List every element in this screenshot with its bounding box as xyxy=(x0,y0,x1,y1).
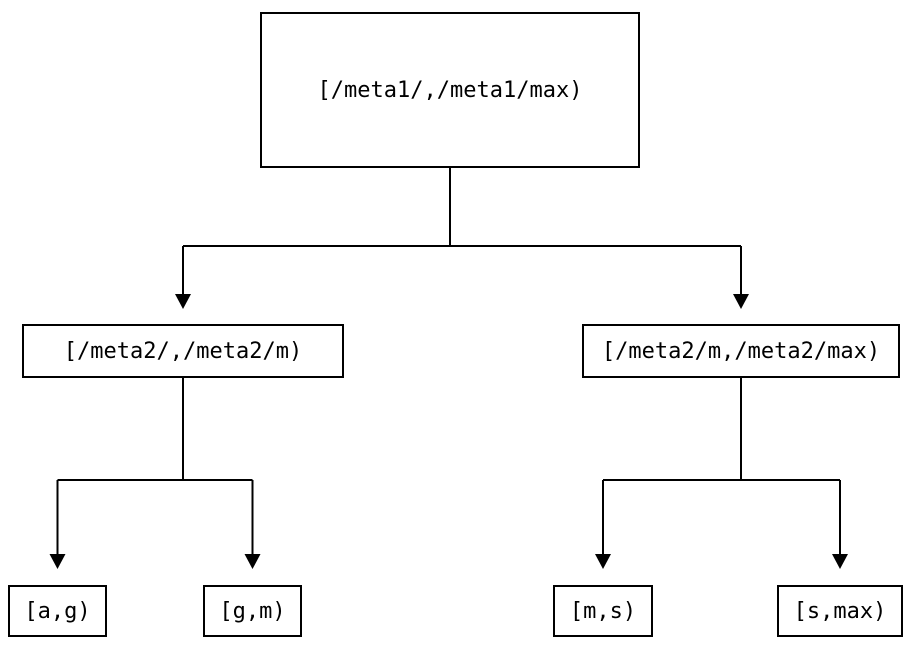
arrowhead-down xyxy=(832,554,848,569)
tree-leaf-s-max: [s,max) xyxy=(777,585,903,637)
arrowhead-down xyxy=(49,554,66,569)
edge-right-children xyxy=(602,378,841,556)
arrowhead-down xyxy=(244,554,261,569)
arrowhead-down xyxy=(595,554,611,569)
tree-node-root: [/meta1/,/meta1/max) xyxy=(260,12,640,168)
arrowhead-down xyxy=(733,294,749,309)
arrowhead-down xyxy=(175,294,191,309)
tree-leaf-m-s: [m,s) xyxy=(553,585,653,637)
tree-leaf-g-m: [g,m) xyxy=(203,585,302,637)
tree-node-meta2-right: [/meta2/m,/meta2/max) xyxy=(582,324,900,378)
edge-root-children xyxy=(182,168,742,296)
tree-leaf-a-g: [a,g) xyxy=(8,585,107,637)
edge-left-children xyxy=(56,378,254,556)
tree-node-meta2-left: [/meta2/,/meta2/m) xyxy=(22,324,344,378)
